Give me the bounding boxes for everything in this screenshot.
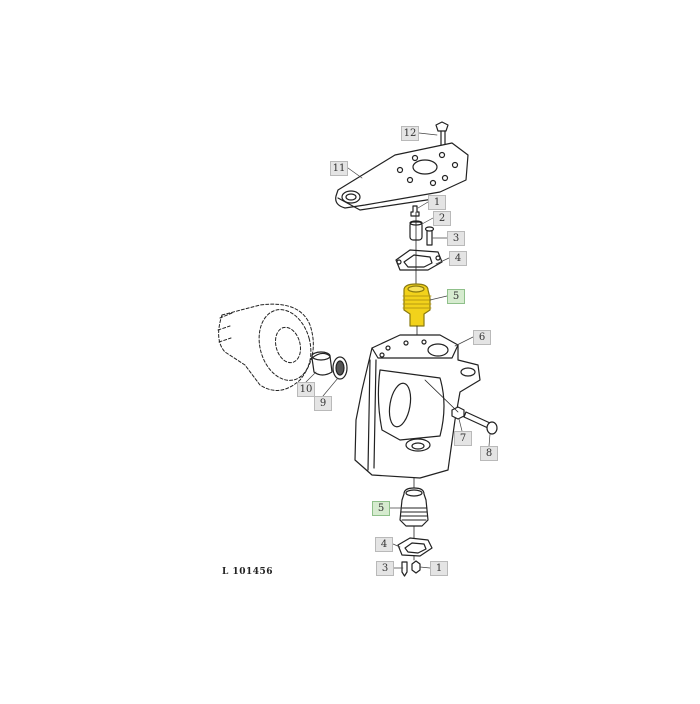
screw-3-lower-part — [401, 561, 408, 577]
callout-1-lower: 1 — [430, 561, 448, 576]
steering-arm-11-part — [335, 142, 469, 211]
callout-6: 6 — [473, 330, 491, 345]
bearing-pin-5-highlighted-part — [402, 283, 432, 327]
callout-7: 7 — [454, 431, 472, 446]
callout-8: 8 — [480, 446, 498, 461]
screw-3-part — [424, 226, 435, 246]
bushing-10-part — [311, 351, 333, 376]
callout-4: 4 — [449, 251, 467, 266]
seal-9-part — [332, 356, 348, 380]
callout-5-lower-highlighted: 5 — [372, 501, 390, 516]
callout-5-highlighted: 5 — [447, 289, 465, 304]
callout-1: 1 — [428, 195, 446, 210]
callout-3: 3 — [447, 231, 465, 246]
steering-knuckle-6-part — [354, 334, 481, 479]
bolt-8-part — [463, 411, 498, 435]
gasket-4-part — [395, 249, 443, 271]
bearing-pin-5-lower-part — [399, 487, 429, 527]
stub-axle-dashed-part — [217, 303, 314, 391]
drawing-reference-code: L 101456 — [222, 567, 274, 577]
leader-lines — [305, 132, 491, 569]
callout-2: 2 — [433, 211, 451, 226]
nut-7-part — [451, 406, 465, 420]
callout-11: 11 — [330, 161, 348, 176]
gasket-4-lower-part — [397, 537, 433, 557]
callout-10: 10 — [297, 382, 315, 397]
callout-3-lower: 3 — [376, 561, 394, 576]
grease-fitting-1-part — [410, 205, 420, 217]
callout-9: 9 — [314, 396, 332, 411]
callout-12: 12 — [401, 126, 419, 141]
callout-4-lower: 4 — [375, 537, 393, 552]
grease-fitting-1-lower-part — [411, 560, 421, 574]
